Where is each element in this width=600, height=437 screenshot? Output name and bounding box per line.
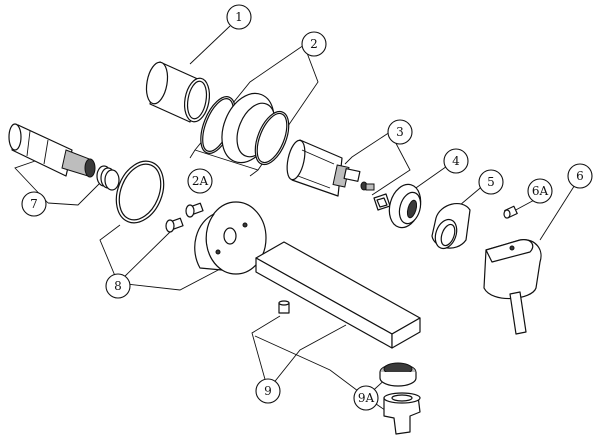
callout-3: 3: [387, 119, 413, 145]
part-7-body: [8, 123, 96, 178]
cartridge: [286, 139, 361, 197]
callout-2: 2: [301, 31, 327, 57]
callout-label: 6A: [532, 184, 549, 198]
callout-label: 2A: [192, 174, 209, 188]
callout-label: 3: [396, 125, 404, 139]
part-9a-aerator: [379, 362, 417, 387]
callout-5: 5: [478, 169, 504, 195]
part-2-o-ring: [254, 110, 290, 166]
callout-label: 6: [576, 169, 584, 183]
callout-7: 7: [21, 191, 47, 217]
callout-label: 4: [452, 154, 460, 168]
part-9a-holder: [383, 392, 421, 435]
callout-1: 1: [226, 4, 252, 30]
callout-label: 8: [114, 279, 122, 293]
part-6a-screw: [503, 205, 518, 219]
part-9-spout: [255, 241, 421, 349]
callout-9: 9: [255, 378, 281, 404]
callout-label: 2: [310, 37, 318, 51]
callout-label: 9: [264, 384, 272, 398]
part-4-nut: [388, 183, 422, 229]
part-1-sleeve: [145, 61, 211, 123]
callout-8: 8: [105, 273, 131, 299]
callout-label: 9A: [358, 391, 375, 405]
part-3-screw: [360, 181, 375, 191]
part-6-handle: [483, 239, 542, 335]
callout-6: 6: [567, 163, 593, 189]
callout-label: 1: [235, 10, 243, 24]
o-ring-large: [115, 160, 165, 224]
part-7-spring: [96, 165, 120, 191]
callout-6a: 6A: [527, 178, 553, 204]
callout-9a: 9A: [353, 385, 379, 411]
part-5-cap: [431, 202, 471, 250]
part-8-plate: [194, 201, 267, 275]
callout-2a: 2A: [187, 168, 213, 194]
callout-label: 5: [487, 175, 495, 189]
part-9-pin: [278, 300, 290, 314]
leader-lines: [14, 25, 579, 416]
callout-4: 4: [443, 148, 469, 174]
callout-label: 7: [30, 197, 38, 211]
part-3-key: [373, 193, 391, 211]
part-8-screws: [165, 202, 204, 233]
